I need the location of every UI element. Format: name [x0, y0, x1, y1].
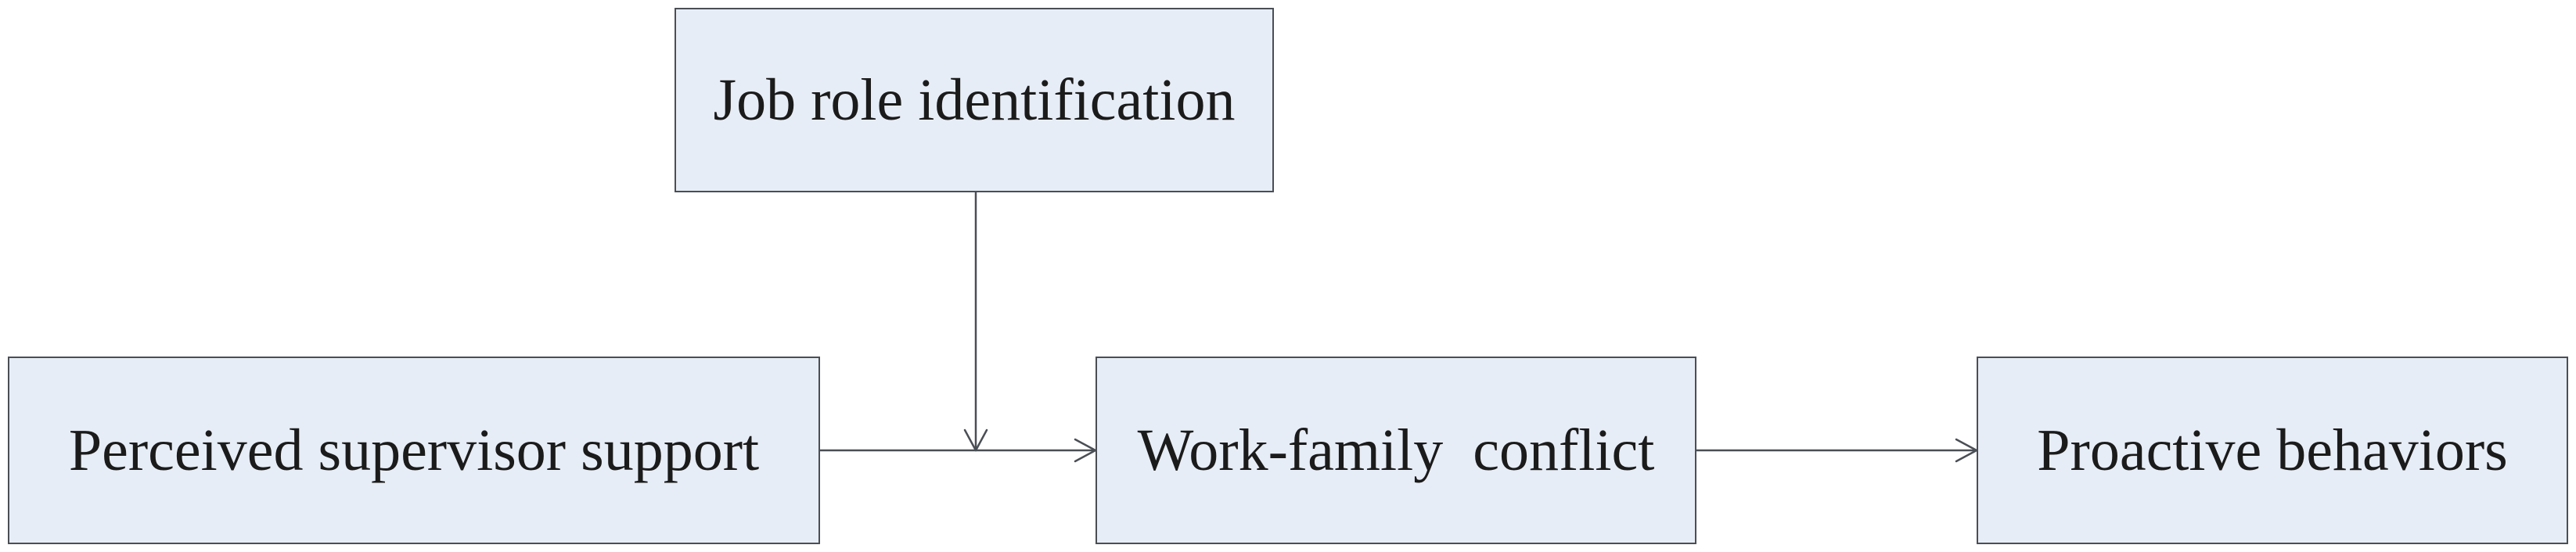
- arrowhead-moderator-to-path: [963, 428, 988, 452]
- node-label: Proactive behaviors: [2037, 417, 2508, 483]
- node-label: Perceived supervisor support: [68, 417, 760, 483]
- node-label: Work-family conflict: [1137, 417, 1655, 483]
- node-work-family-conflict: Work-family conflict: [1096, 357, 1696, 544]
- node-perceived-supervisor-support: Perceived supervisor support: [8, 357, 820, 544]
- node-label: Job role identification: [713, 66, 1236, 133]
- node-job-role-identification: Job role identification: [675, 8, 1274, 192]
- node-proactive-behaviors: Proactive behaviors: [1977, 357, 2568, 544]
